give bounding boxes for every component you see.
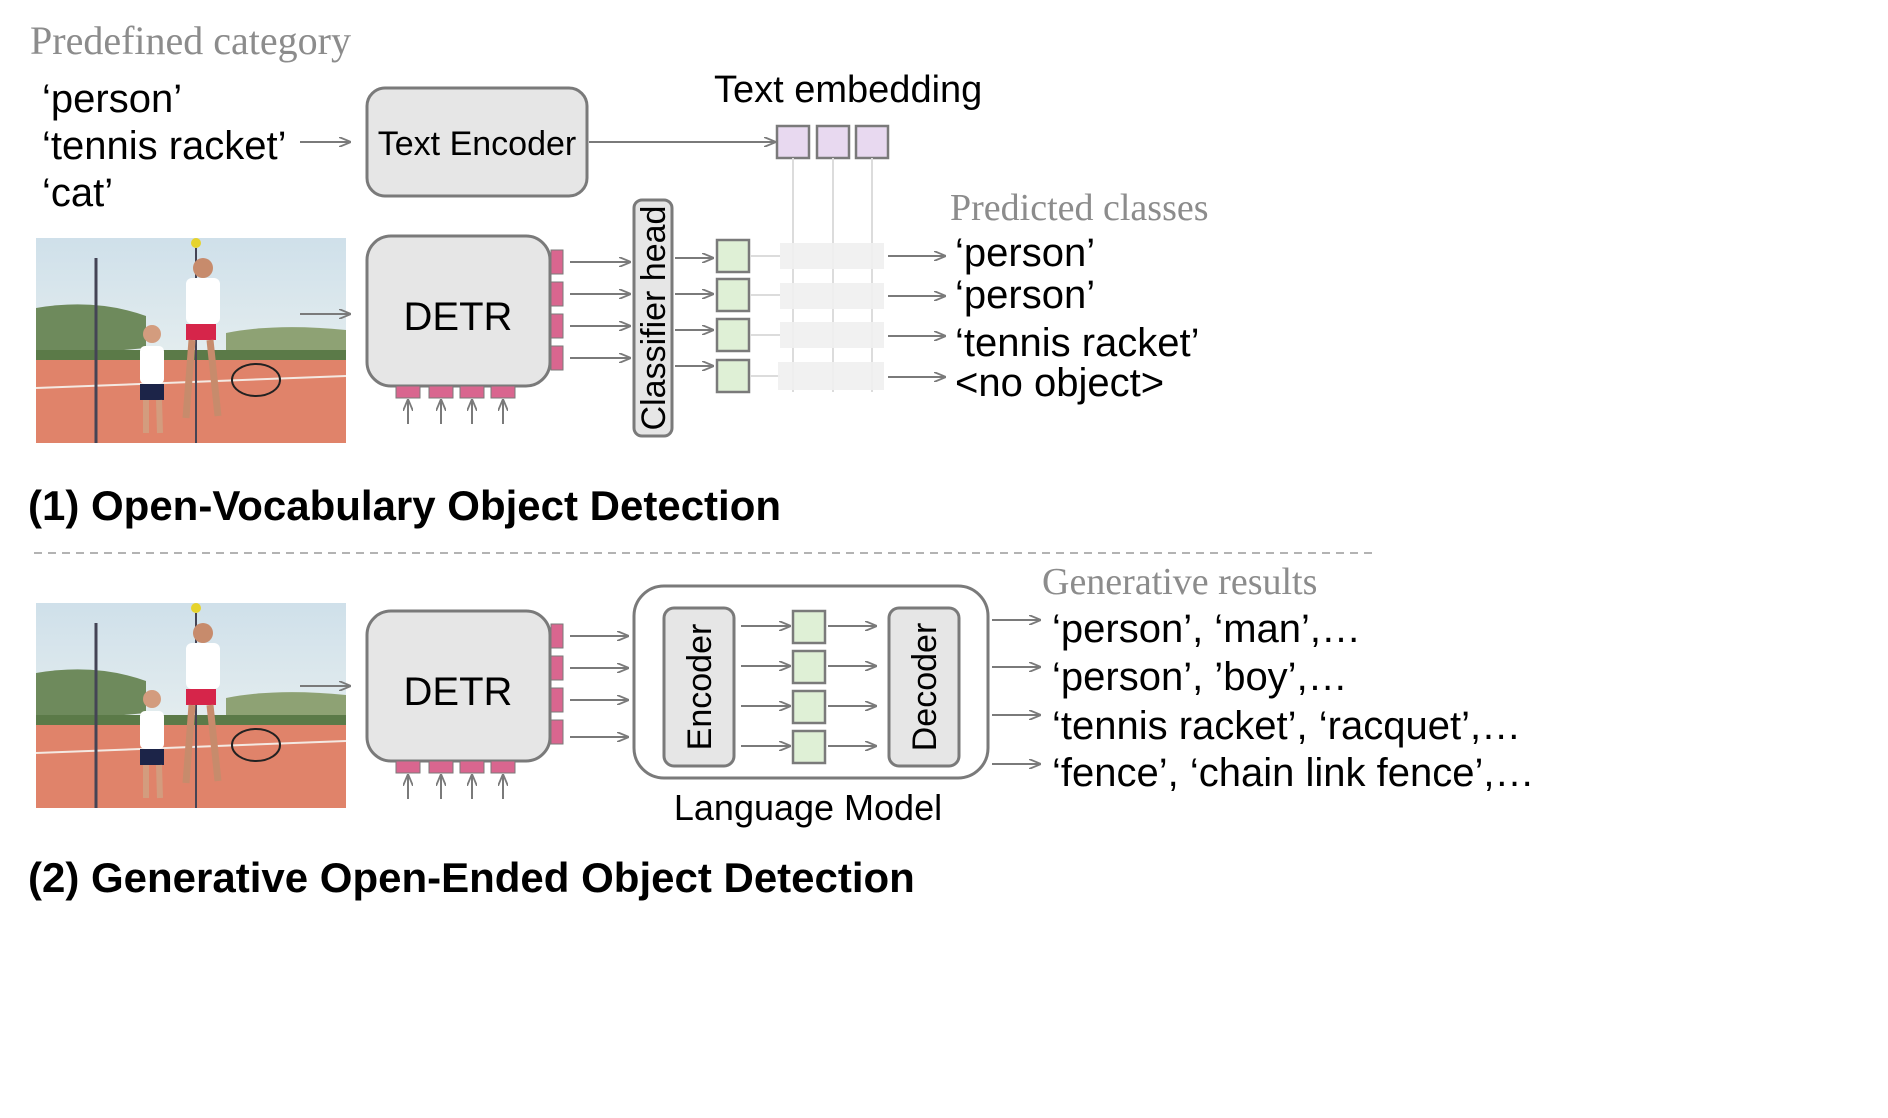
encoder-box: [662, 606, 736, 768]
classifier-head-label: Classifier head: [635, 206, 673, 431]
similarity-bands: [750, 243, 884, 390]
arrows-to-language-model: [570, 636, 628, 737]
text-embedding-vectors: [775, 124, 890, 160]
arrows-to-results: [992, 620, 1040, 764]
text-embedding-label: Text embedding: [714, 69, 982, 111]
latent-to-decoder-arrows: [828, 626, 876, 746]
prediction-item: <no object>: [955, 361, 1164, 405]
detr-box: [365, 234, 552, 388]
result-item: ‘person’, ‘man’,…: [1052, 607, 1361, 651]
object-query-outputs: [550, 249, 564, 371]
embedding-cell: [775, 124, 811, 160]
section1-title: (1) Open-Vocabulary Object Detection: [28, 482, 781, 529]
classifier-head-box: [632, 198, 674, 438]
object-query-outputs: [550, 623, 564, 745]
region-features: [715, 238, 751, 394]
result-item: ‘fence’, ‘chain link fence’,…: [1052, 751, 1534, 795]
object-query-inputs: [395, 760, 516, 799]
category-item: ‘tennis racket’: [42, 124, 287, 168]
result-item: ‘tennis racket’, ‘racquet’,…: [1052, 704, 1521, 748]
result-item: ‘person’, ’boy’,…: [1052, 655, 1348, 699]
input-image: [36, 603, 346, 808]
input-image: [36, 238, 346, 443]
arrows-to-classifier: [570, 262, 630, 358]
latent-features: [791, 609, 827, 765]
decoder-label: Decoder: [906, 623, 944, 752]
category-item: ‘person’: [42, 77, 182, 121]
encoder-label: Encoder: [681, 624, 719, 751]
predefined-category-label: Predefined category: [30, 18, 351, 63]
prediction-item: ‘tennis racket’: [955, 321, 1200, 365]
decoder-box: [887, 606, 961, 768]
generative-results-label: Generative results: [1042, 561, 1317, 603]
predicted-classes-label: Predicted classes: [950, 187, 1209, 229]
text-encoder-label: Text Encoder: [378, 125, 576, 163]
section2-title: (2) Generative Open-Ended Object Detecti…: [28, 854, 915, 901]
detr-box: [365, 609, 552, 763]
prediction-item: ‘person’: [955, 231, 1095, 275]
arrows-to-predictions: [888, 256, 945, 377]
text-encoder-box: [365, 86, 589, 198]
embedding-cell: [815, 124, 851, 160]
category-item: ‘cat’: [42, 171, 113, 215]
arrows-to-features: [675, 258, 713, 366]
embedding-cell: [854, 124, 890, 160]
object-query-inputs: [395, 385, 516, 424]
detr-label: DETR: [404, 295, 513, 339]
encoder-to-latent-arrows: [741, 626, 790, 746]
detr-label: DETR: [404, 670, 513, 714]
language-model-label: Language Model: [674, 787, 942, 828]
prediction-item: ‘person’: [955, 273, 1095, 317]
